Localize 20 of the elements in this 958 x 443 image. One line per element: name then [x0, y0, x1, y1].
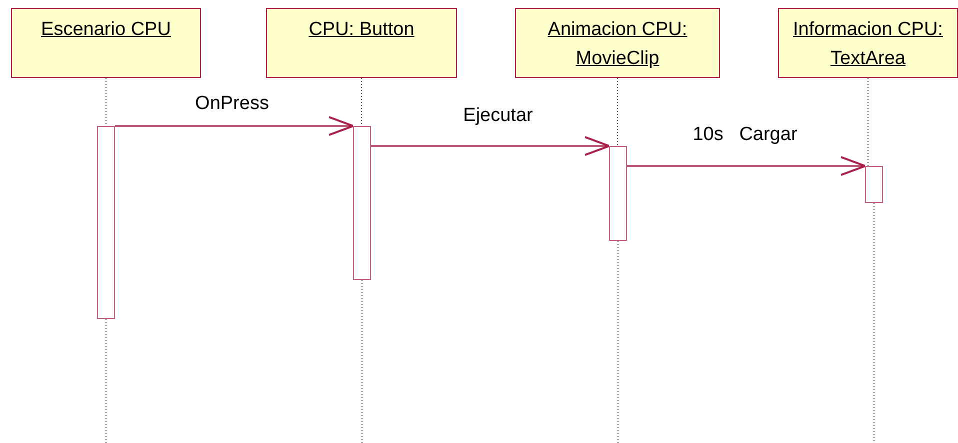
lifeline: [361, 78, 362, 126]
edge-label: Ejecutar: [463, 105, 533, 127]
edge-label: OnPress: [195, 93, 269, 115]
participant-box: [778, 8, 958, 78]
participant-name: Informacion CPU: TextArea: [792, 18, 944, 71]
edge-label: 10s Cargar: [692, 124, 798, 146]
message-arrow: [371, 136, 610, 156]
participant-box: [266, 8, 457, 78]
activation-bar: [865, 166, 883, 203]
message-arrow: [115, 116, 354, 136]
activation-bar: [353, 126, 371, 280]
lifeline: [617, 78, 618, 146]
participant-name: Animacion CPU: MovieClip: [546, 18, 688, 71]
participant-box: [515, 8, 720, 78]
message-arrow: [627, 156, 866, 176]
participant-box: [11, 8, 201, 78]
activation-bar: [97, 126, 115, 319]
participant-name: CPU: Button: [308, 18, 416, 42]
activation-bar: [609, 146, 627, 241]
participant-name: Escenario CPU: [40, 18, 172, 42]
